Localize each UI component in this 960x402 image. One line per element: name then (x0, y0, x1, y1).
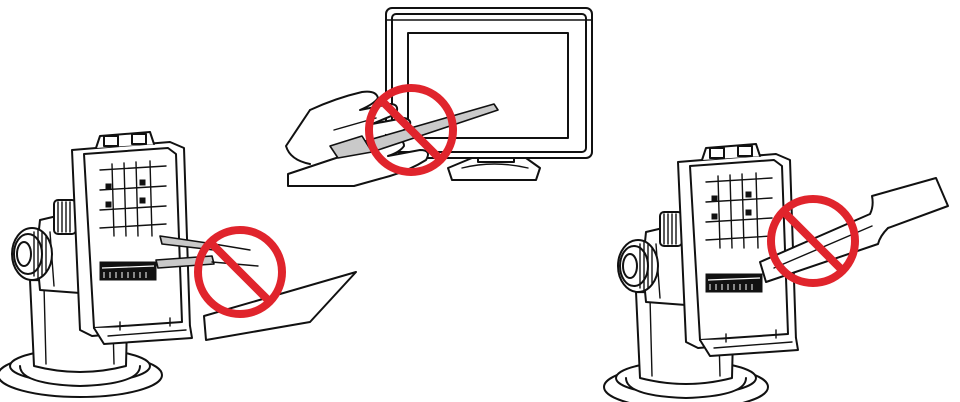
holder-right-panel (604, 144, 948, 402)
monitor-panel (286, 8, 592, 186)
no-symbol-icon (198, 230, 282, 314)
